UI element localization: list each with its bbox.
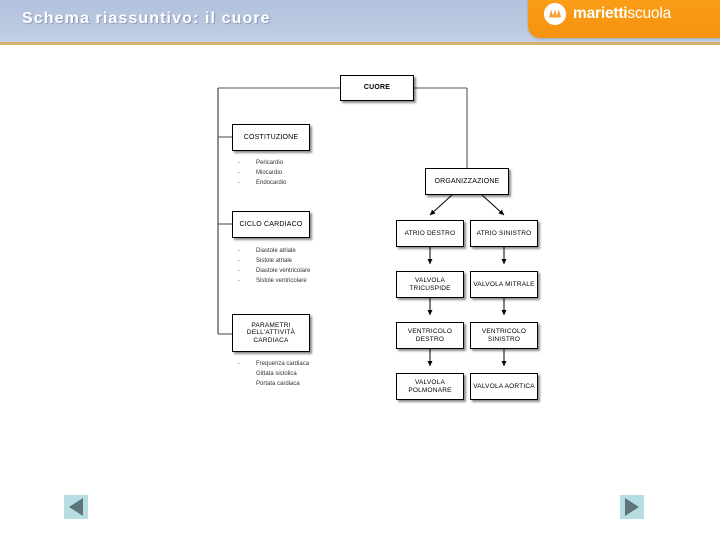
node-valvola-polmonare[interactable]: VALVOLA POLMONARE [396, 373, 464, 400]
bullet-dash: - [238, 268, 240, 274]
bullet-text: Gittata sistolica [256, 371, 297, 377]
node-valvola-mitrale[interactable]: VALVOLA MITRALE [470, 271, 538, 298]
triangle-right-icon [625, 498, 639, 516]
bullets-costituzione: - Pericardio - Miocardio - Endocardio [238, 158, 286, 188]
bullet-text: Sistole ventricolare [256, 278, 307, 284]
brand-logo: mariettiscuola [528, 0, 720, 38]
bullet-text: Sistole atriale [256, 258, 293, 264]
node-ventricolo-sinistro[interactable]: VENTRICOLO SINISTRO [470, 322, 538, 349]
node-atrio-sinistro[interactable]: ATRIO SINISTRO [470, 220, 538, 247]
node-organizzazione[interactable]: ORGANIZZAZIONE [425, 168, 509, 195]
bullet-dash: - [238, 361, 240, 367]
page-title: Schema riassuntivo: il cuore [22, 10, 271, 27]
node-ciclo-cardiaco[interactable]: CICLO CARDIACO [232, 211, 310, 238]
bullets-parametri: - Frequenza cardiaca Gittata sistolica Po… [238, 359, 309, 389]
node-cuore[interactable]: CUORE [340, 75, 414, 101]
page-header: Schema riassuntivo: il cuore mariettiscu… [0, 0, 720, 45]
brand-logo-text: mariettiscuola [573, 5, 671, 23]
bullet-dash: - [238, 170, 240, 176]
heart-summary-diagram: CUORE COSTITUZIONE - Pericardio - Miocardi… [0, 48, 720, 468]
node-atrio-destro[interactable]: ATRIO DESTRO [396, 220, 464, 247]
bullet-dash [238, 379, 256, 389]
bullet-text: Endocardio [256, 180, 287, 186]
bullet-dash: - [238, 278, 240, 284]
bullet-dash: - [238, 160, 240, 166]
bullet-text: Diastole atriale [256, 248, 296, 254]
brand-name-bold: marietti [573, 5, 628, 22]
bullet-dash [238, 369, 256, 379]
previous-slide-button[interactable] [64, 495, 88, 519]
brand-name-light: scuola [627, 5, 672, 22]
bullet-dash: - [238, 180, 240, 186]
bullet-text: Portata cardiaca [256, 381, 300, 387]
marietti-circle-icon [544, 3, 566, 25]
bullet-dash: - [238, 258, 240, 264]
bullet-text: Diastole ventricolare [256, 268, 311, 274]
triangle-left-icon [69, 498, 83, 516]
bullet-text: Miocardio [256, 170, 283, 176]
bullets-ciclo-cardiaco: - Diastole atriale - Sistole atriale - Dias… [238, 246, 310, 286]
diagram-connectors [217, 87, 507, 367]
bullet-dash: - [238, 248, 240, 254]
next-slide-button[interactable] [620, 495, 644, 519]
node-parametri-attivita-cardiaca[interactable]: PARAMETRI DELL'ATTIVITÀ CARDIACA [232, 314, 310, 352]
node-valvola-aortica[interactable]: VALVOLA AORTICA [470, 373, 538, 400]
bullet-text: Pericardio [256, 160, 284, 166]
node-costituzione[interactable]: COSTITUZIONE [232, 124, 310, 151]
bullet-text: Frequenza cardiaca [256, 361, 310, 367]
node-ventricolo-destro[interactable]: VENTRICOLO DESTRO [396, 322, 464, 349]
node-valvola-tricuspide[interactable]: VALVOLA TRICUSPIDE [396, 271, 464, 298]
